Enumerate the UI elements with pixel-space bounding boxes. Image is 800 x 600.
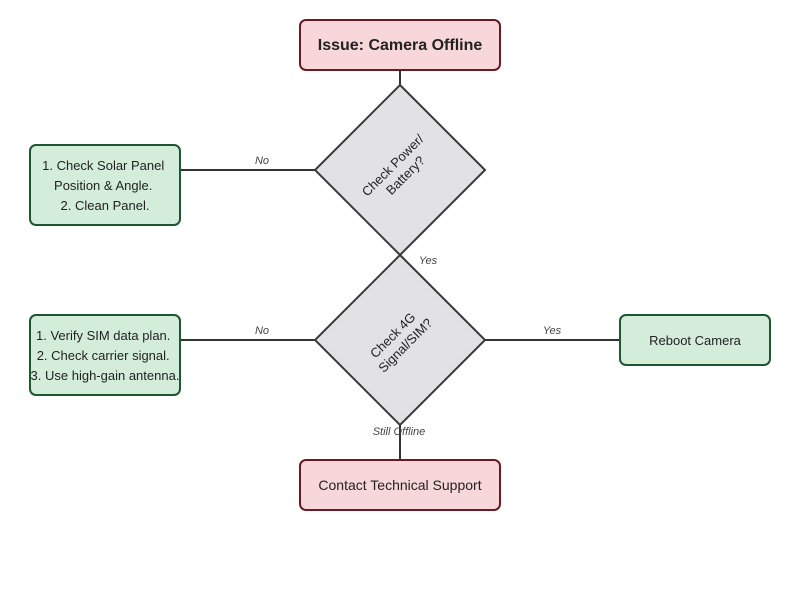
node-action-sim: 1. Verify SIM data plan. 2. Check carrie… (29, 314, 181, 396)
edge-label-power-yes: Yes (419, 255, 438, 267)
node-contact-support-label: Contact Technical Support (318, 477, 481, 493)
sim-line-2: 2. Check carrier signal. (37, 348, 170, 363)
node-action-reboot: Reboot Camera (619, 314, 771, 366)
node-issue-camera-offline: Issue: Camera Offline (299, 19, 501, 71)
edge-label-still-offline: Still Offline (373, 426, 426, 438)
node-contact-support: Contact Technical Support (299, 459, 501, 511)
node-issue-label: Issue: Camera Offline (318, 37, 483, 54)
sim-line-1: 1. Verify SIM data plan. (36, 328, 170, 343)
solar-line-2: Position & Angle. (54, 178, 152, 193)
node-action-reboot-label: Reboot Camera (649, 333, 742, 348)
edge-label-signal-no: No (255, 325, 269, 337)
node-decision-signal: Check 4G Signal/SIM? (313, 253, 487, 427)
sim-line-3: 3. Use high-gain antenna. (31, 368, 180, 383)
node-action-solar: 1. Check Solar Panel Position & Angle. 2… (29, 144, 181, 226)
node-action-sim-label: 1. Verify SIM data plan. 2. Check carrie… (31, 328, 180, 383)
solar-line-3: 2. Clean Panel. (61, 198, 150, 213)
edge-label-power-no: No (255, 155, 269, 167)
node-action-solar-label: 1. Check Solar Panel Position & Angle. 2… (42, 158, 168, 213)
node-decision-power: Check Power/ Battery? (313, 83, 487, 257)
edge-label-signal-yes: Yes (543, 325, 562, 337)
solar-line-1: 1. Check Solar Panel (42, 158, 164, 173)
